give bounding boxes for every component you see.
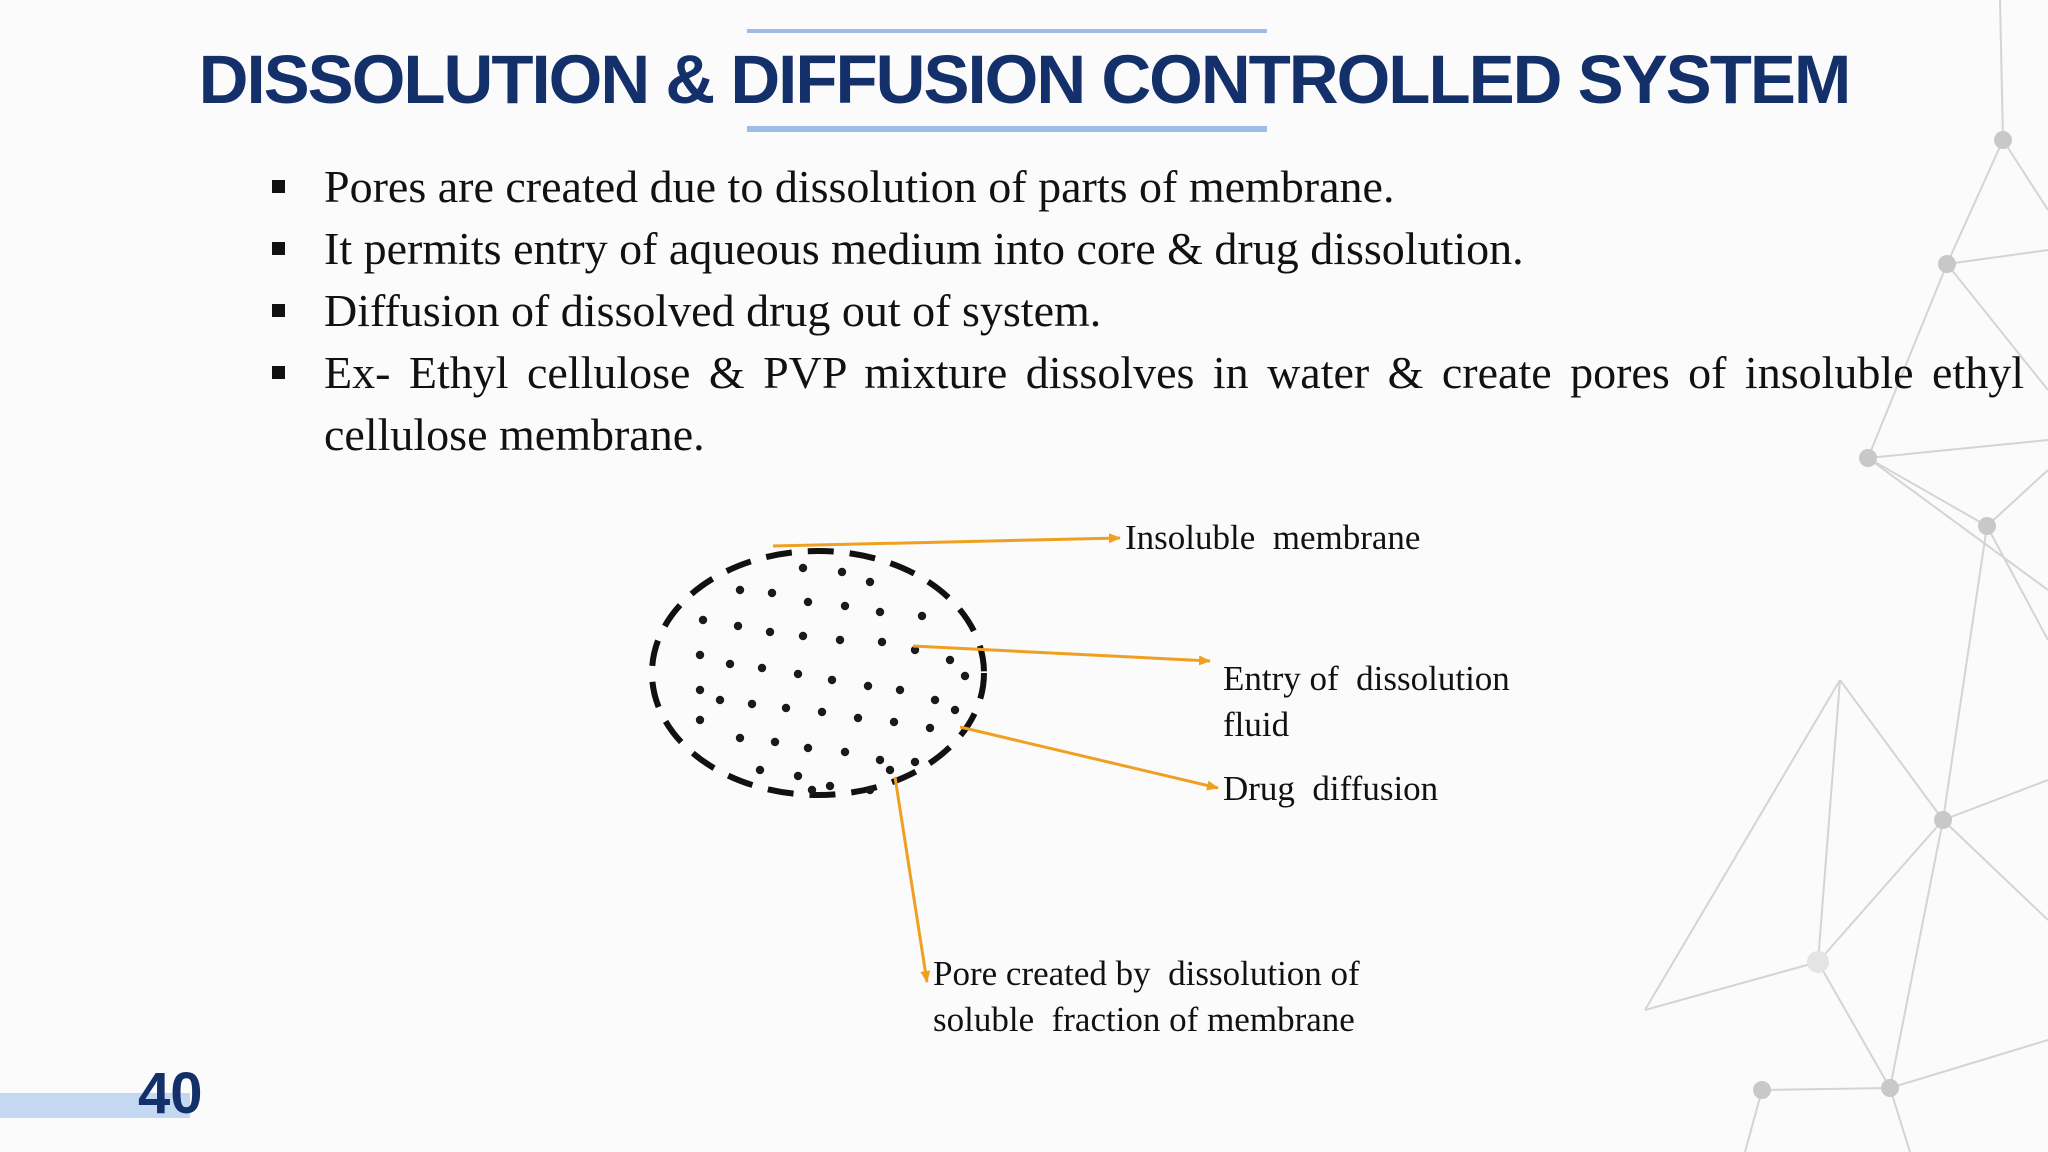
square-bullet-icon	[272, 366, 285, 379]
arrow-entry-of-fluid	[912, 644, 1211, 666]
bullet-list: Pores are created due to dissolution of …	[262, 156, 2024, 466]
drug-particle	[853, 713, 863, 723]
bullet-text: Diffusion of dissolved drug out of syste…	[324, 285, 1102, 336]
drug-particle	[835, 635, 845, 645]
bullet-text: Pores are created due to dissolution of …	[324, 161, 1395, 212]
drug-particle	[798, 631, 808, 641]
arrow-drug-diffusion	[959, 725, 1219, 791]
drug-particle	[885, 765, 895, 775]
square-bullet-icon	[272, 180, 285, 193]
drug-particle	[803, 743, 813, 753]
drug-particle	[875, 607, 885, 617]
bullet-item: Ex- Ethyl cellulose & PVP mixture dissol…	[262, 342, 2024, 466]
label-pore-created-line2: soluble fraction of membrane	[933, 1000, 1355, 1039]
bullet-item: Diffusion of dissolved drug out of syste…	[262, 280, 1962, 342]
drug-particle	[837, 567, 847, 577]
drug-particle	[733, 621, 743, 631]
drug-particle	[770, 737, 780, 747]
drug-particle	[755, 765, 765, 775]
drug-particle	[695, 715, 705, 725]
drug-particle	[803, 597, 813, 607]
drug-particle	[698, 615, 708, 625]
drug-particle	[827, 675, 837, 685]
drug-particle	[840, 747, 850, 757]
drug-particle	[735, 585, 745, 595]
drug-particle	[840, 601, 850, 611]
drug-particle	[877, 637, 887, 647]
drug-particle	[793, 771, 803, 781]
drug-particle	[767, 588, 777, 598]
drug-particle	[863, 681, 873, 691]
drug-particle	[950, 705, 960, 715]
bullet-text: It permits entry of aqueous medium into …	[324, 223, 1524, 274]
drug-particles	[695, 563, 970, 795]
drug-particle	[807, 785, 817, 795]
drug-particle	[757, 663, 767, 673]
drug-particle	[889, 717, 899, 727]
square-bullet-icon	[272, 242, 285, 255]
arrow-pore-created	[893, 776, 931, 983]
drug-particle	[917, 611, 927, 621]
drug-particle	[781, 703, 791, 713]
drug-particle	[945, 655, 955, 665]
drug-particle	[695, 650, 705, 660]
drug-particle	[793, 669, 803, 679]
bullet-text: Ex- Ethyl cellulose & PVP mixture dissol…	[324, 347, 2024, 460]
drug-particle	[865, 577, 875, 587]
square-bullet-icon	[272, 304, 285, 317]
drug-particle	[747, 699, 757, 709]
drug-particle	[925, 723, 935, 733]
label-insoluble-membrane: Insoluble membrane	[1125, 518, 1421, 557]
drug-particle	[825, 781, 835, 791]
bullet-item: It permits entry of aqueous medium into …	[262, 218, 1962, 280]
title-accent-line-top	[747, 29, 1267, 33]
drug-particle	[715, 695, 725, 705]
drug-particle	[960, 671, 970, 681]
drug-particle	[910, 645, 920, 655]
page-number: 40	[138, 1061, 203, 1126]
title-accent-line-bottom	[747, 126, 1267, 132]
bullet-item: Pores are created due to dissolution of …	[262, 156, 1962, 218]
drug-particle	[875, 755, 885, 765]
drug-particle	[895, 685, 905, 695]
drug-particle	[910, 757, 920, 767]
drug-particle	[695, 685, 705, 695]
drug-particle	[735, 733, 745, 743]
drug-particle	[930, 695, 940, 705]
label-entry-of-dissolution-line2: fluid	[1223, 705, 1290, 744]
page-title: DISSOLUTION & DIFFUSION CONTROLLED SYSTE…	[198, 41, 1852, 118]
drug-particle	[817, 707, 827, 717]
drug-particle	[865, 785, 875, 795]
dashed-membrane-circle	[649, 548, 987, 798]
label-entry-of-dissolution-line1: Entry of dissolution	[1223, 659, 1510, 698]
label-pore-created-line1: Pore created by dissolution of	[933, 954, 1360, 993]
drug-particle	[765, 627, 775, 637]
label-drug-diffusion: Drug diffusion	[1223, 769, 1439, 808]
arrow-insoluble-membrane	[772, 533, 1121, 548]
page-number-bar	[0, 1093, 190, 1118]
drug-particle	[798, 563, 808, 573]
drug-particle	[725, 659, 735, 669]
